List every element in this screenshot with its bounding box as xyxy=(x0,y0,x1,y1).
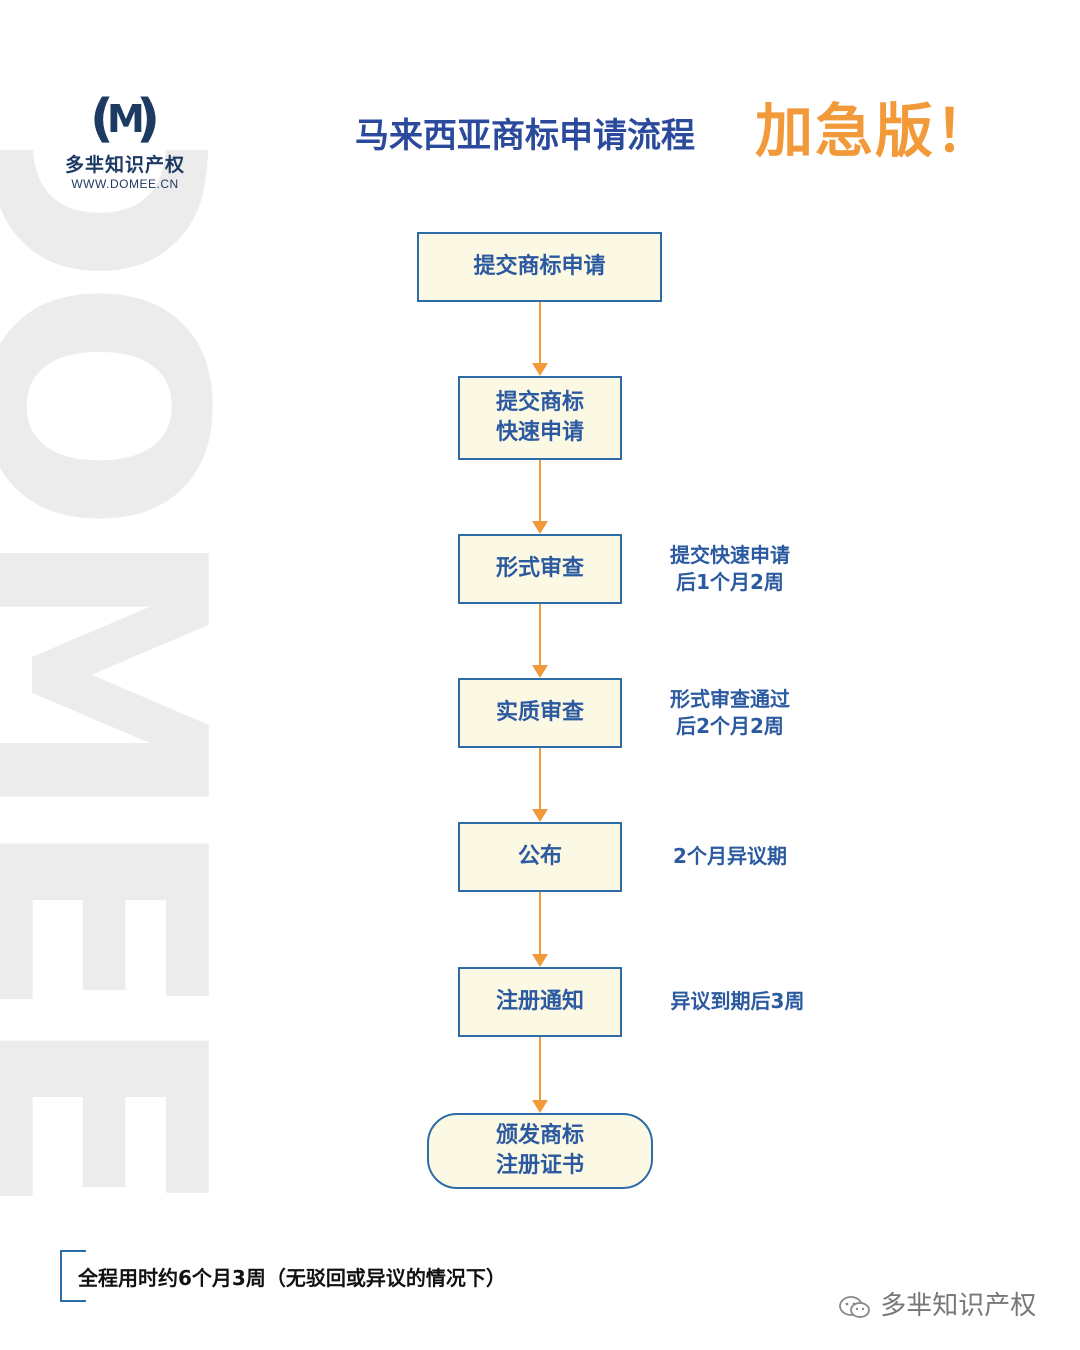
step-label: 实质审查 xyxy=(495,700,584,725)
step-note: 异议到期后3周 xyxy=(670,989,805,1013)
step-substantive-examination: 实质审查 xyxy=(458,678,622,748)
flow-arrow xyxy=(532,1037,548,1113)
flow-arrow xyxy=(532,604,548,678)
step-label: 提交商标快速申请 xyxy=(495,390,584,445)
logo: ( M ) 多芈知识产权 WWW.DOMEE.CN xyxy=(60,92,190,191)
step-formal-examination: 形式审查 xyxy=(458,534,622,604)
flow-arrow xyxy=(532,302,548,376)
step-label: 注册通知 xyxy=(495,989,584,1014)
logo-company: 多芈知识产权 xyxy=(64,154,185,176)
watermark: DOMEE xyxy=(0,150,230,1210)
flow-arrow xyxy=(532,892,548,967)
step-note: 2个月异议期 xyxy=(673,844,787,868)
step-label: 形式审查 xyxy=(495,556,584,581)
logo-url: WWW.DOMEE.CN xyxy=(71,177,179,191)
watermark-text: DOMEE xyxy=(0,150,230,1210)
step-label: 颁发商标注册证书 xyxy=(495,1123,584,1178)
logo-mark: ( M ) xyxy=(90,89,160,149)
wechat-icon xyxy=(839,1295,870,1318)
wechat-name: 多芈知识产权 xyxy=(880,1291,1037,1321)
step-label: 提交商标申请 xyxy=(473,254,606,279)
step-expedited-request: 提交商标快速申请 xyxy=(458,376,622,460)
page-title: 马来西亚商标申请流程 xyxy=(355,116,695,156)
footer-note: 全程用时约6个月3周（无驳回或异议的情况下） xyxy=(78,1266,506,1290)
flow-arrow xyxy=(532,460,548,534)
step-issue-certificate: 颁发商标注册证书 xyxy=(427,1113,653,1189)
flow-arrow xyxy=(532,748,548,822)
step-registration-notice: 注册通知 xyxy=(458,967,622,1037)
footer-bracket xyxy=(60,1250,86,1302)
step-publication: 公布 xyxy=(458,822,622,892)
step-label: 公布 xyxy=(517,844,562,869)
step-note: 形式审查通过后2个月2周 xyxy=(670,687,790,738)
logo-letter: M xyxy=(107,97,145,141)
wechat-watermark: 多芈知识产权 xyxy=(838,1285,1036,1322)
step-note: 提交快速申请后1个月2周 xyxy=(670,543,790,594)
title-accent: 加急版！ xyxy=(755,97,996,165)
step-submit-application: 提交商标申请 xyxy=(417,232,662,302)
